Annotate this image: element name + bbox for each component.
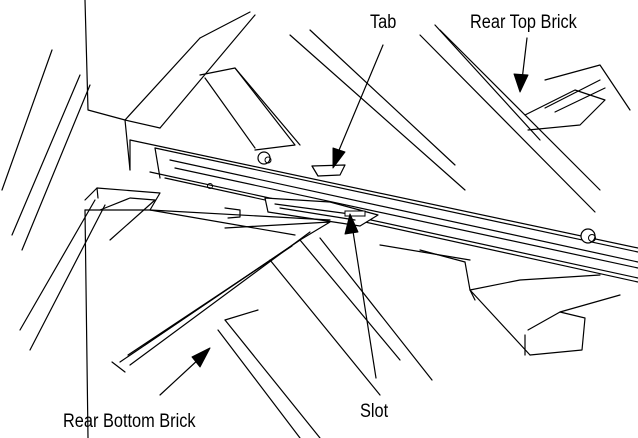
rear-bottom-brick-arrowhead bbox=[191, 347, 211, 368]
label-rear-bottom-brick: Rear Bottom Brick bbox=[63, 411, 196, 432]
main-rail bbox=[129, 139, 638, 283]
rear-bottom-brick-leader bbox=[159, 357, 201, 396]
label-rear-top-brick: Rear Top Brick bbox=[470, 12, 577, 33]
bolts bbox=[207, 151, 596, 244]
slot-plate bbox=[224, 197, 379, 227]
rear-top-brick-arrowhead bbox=[513, 73, 529, 93]
label-tab: Tab bbox=[370, 12, 397, 33]
rear-top-brick bbox=[199, 24, 631, 213]
leader-arrows bbox=[159, 37, 529, 396]
tab-arrowhead bbox=[332, 147, 346, 169]
slot-leader bbox=[351, 224, 377, 379]
upper-left-housing bbox=[84, 0, 256, 171]
left-edge-lines bbox=[1, 49, 91, 251]
rear-bottom-brick bbox=[19, 187, 433, 438]
rear-top-brick-leader bbox=[521, 37, 528, 81]
label-slot: Slot bbox=[360, 401, 389, 422]
tab-part bbox=[311, 164, 346, 177]
tab-leader bbox=[336, 44, 384, 156]
lower-right-block bbox=[379, 244, 621, 356]
slot-arrowhead bbox=[344, 213, 359, 235]
